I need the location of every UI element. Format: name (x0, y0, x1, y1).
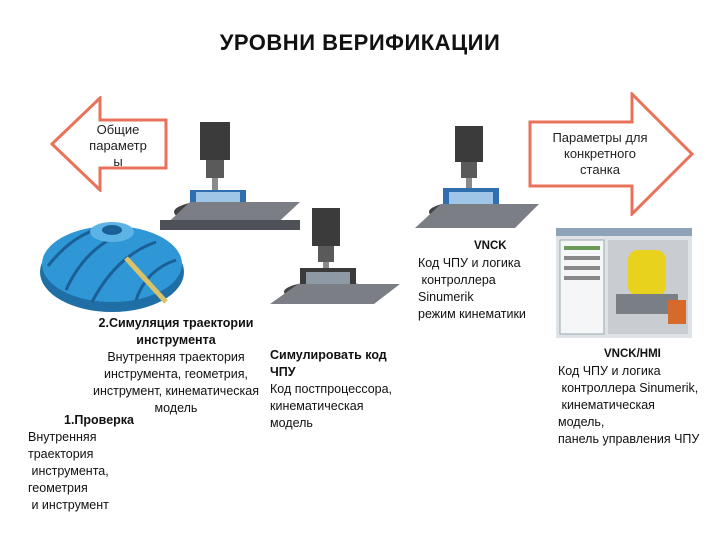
level2-line: инструмента, геометрия, (104, 367, 248, 381)
level1-heading: 1.Проверка (64, 413, 134, 427)
right-arrow-label: Параметры для конкретного станка (536, 130, 664, 178)
level5-line: модель, (558, 415, 605, 429)
level1-line: геометрия (28, 481, 88, 495)
machine-image-3 (415, 126, 539, 228)
level3-block: Симулировать код ЧПУ Код постпроцессора,… (270, 347, 420, 432)
level4-block: VNCK Код ЧПУ и логика контроллера Sinume… (418, 238, 548, 323)
level1-block: 1.Проверка Внутренняя траектория инструм… (28, 412, 158, 514)
right-arrow-line: станка (580, 162, 620, 177)
level4-heading: VNCK (474, 240, 507, 252)
level3-line: кинематическая (270, 399, 364, 413)
right-arrow-line: Параметры для (552, 130, 648, 145)
machine-image-2 (270, 208, 400, 304)
page-title: УРОВНИ ВЕРИФИКАЦИИ (219, 30, 501, 55)
level2-heading: 2.Симуляция траектории (98, 316, 254, 330)
level5-block: VNCK/HMI Код ЧПУ и логика контроллера Si… (558, 346, 716, 448)
level4-line: режим кинематики (418, 307, 526, 321)
level2-line: Внутренняя траектория (107, 350, 245, 364)
right-arrow-shape (528, 92, 695, 216)
level4-line: Sinumerik (418, 290, 474, 304)
machine-image-1 (160, 122, 300, 230)
left-arrow-line: Общие (96, 122, 140, 137)
level3-line: Код постпроцессора, (270, 382, 393, 396)
level2-line: инструмент, кинематическая (93, 384, 259, 398)
impeller-image (40, 222, 184, 312)
right-arrow-line: конкретного (563, 146, 636, 161)
level3-heading: ЧПУ (270, 365, 296, 379)
level3-line: модель (270, 416, 313, 430)
level1-line: инструмента, (28, 464, 109, 478)
level1-line: и инструмент (28, 498, 109, 512)
level4-line: контроллера (418, 273, 496, 287)
level2-heading: инструмента (136, 333, 216, 347)
left-arrow-label: Общие параметр ы (82, 122, 154, 170)
level5-heading: VNCK/HMI (604, 348, 661, 360)
left-arrow-line: ы (113, 154, 123, 169)
level5-line: Код ЧПУ и логика (558, 364, 661, 378)
level2-line: модель (154, 401, 198, 415)
level5-line: контроллера Sinumerik, (558, 381, 699, 395)
level3-heading: Симулировать код (270, 348, 387, 362)
left-arrow-shape (50, 96, 168, 192)
level5-line: панель управления ЧПУ (558, 432, 700, 446)
level2-block: 2.Симуляция траектории инструмента Внутр… (84, 315, 268, 417)
level1-line: Внутренняя (28, 430, 97, 444)
level4-line: Код ЧПУ и логика (418, 256, 521, 270)
left-arrow-line: параметр (89, 138, 147, 153)
hmi-screenshot (556, 228, 692, 338)
level5-line: кинематическая (558, 398, 655, 412)
level1-line: траектория (28, 447, 94, 461)
